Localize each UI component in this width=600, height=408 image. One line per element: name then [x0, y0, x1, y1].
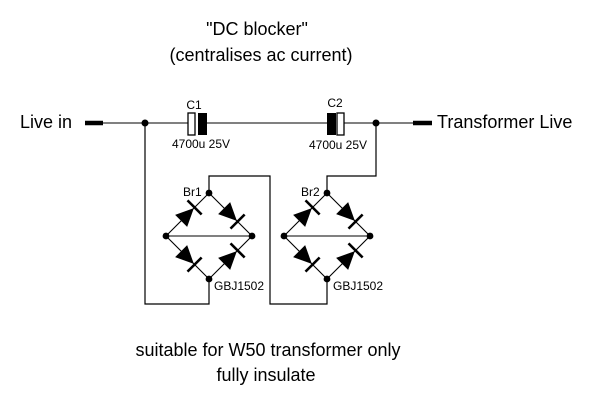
br1-designator: Br1 — [183, 185, 202, 199]
live-in-label: Live in — [20, 112, 73, 132]
c1-value: 4700u 25V — [171, 137, 231, 151]
wire-right-riser — [326, 123, 377, 193]
bridge-rectifier-br1 — [161, 188, 257, 284]
capacitor-c1-symbol — [187, 112, 207, 136]
wire-left-loop — [144, 123, 210, 305]
note-line-2: fully insulate — [216, 365, 316, 385]
note-line-1: suitable for W50 transformer only — [135, 340, 401, 360]
c2-value: 4700u 25V — [308, 138, 368, 152]
bridge-rectifier-br2 — [279, 188, 375, 284]
wire-middle-loop — [208, 175, 328, 305]
br2-part-number: GBJ1502 — [333, 279, 384, 293]
br2-designator: Br2 — [301, 185, 320, 199]
c1-designator: C1 — [186, 98, 202, 112]
transformer-live-label: Transformer Live — [437, 112, 573, 132]
schematic-title: "DC blocker" — [206, 19, 308, 39]
br1-part-number: GBJ1502 — [214, 279, 265, 293]
schematic-subtitle: (centralises ac current) — [169, 45, 353, 65]
c2-designator: C2 — [327, 96, 343, 110]
capacitor-c2-symbol — [327, 112, 345, 136]
